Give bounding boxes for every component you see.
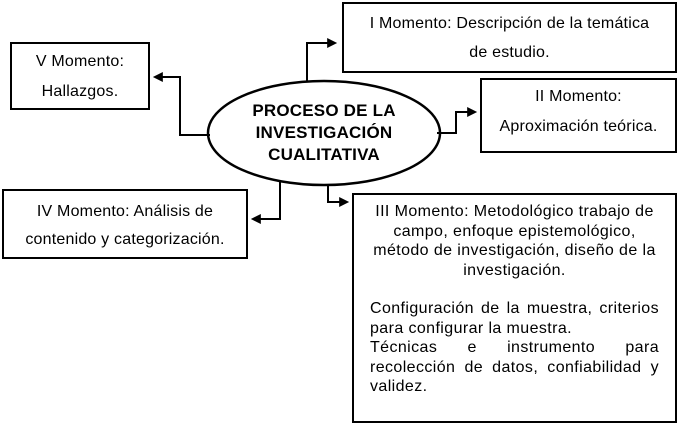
momento-2-text-line: Aproximación teórica. (499, 118, 658, 135)
momento-5-text-line: Hallazgos. (41, 83, 119, 100)
momento-1-text-line: de estudio. (469, 44, 550, 61)
momento-3-box: III Momento: Metodológico trabajo de cam… (352, 193, 677, 423)
momento-2-box: II Momento: Aproximación teórica. (480, 78, 677, 153)
momento-3-paragraph: Técnicas e instrumento para recolección … (370, 339, 659, 395)
momento-4-text-line: IV Momento: Análisis de (36, 203, 214, 220)
arrow-to-momento4 (250, 181, 281, 224)
center-label-line: INVESTIGACIÓN (255, 123, 393, 142)
momento-4-text-line: contenido y categorización. (25, 231, 225, 248)
momento-1-text-line: I Momento: Descripción de la temática (369, 15, 650, 32)
arrow-to-momento1 (306, 38, 338, 82)
momento-5-text-line: V Momento: (35, 53, 125, 70)
momento-3-paragraph: Configuración de la muestra, criterios p… (370, 300, 659, 337)
momento-3-paragraph: III Momento: Metodológico trabajo de cam… (373, 203, 656, 279)
momento-2-text-line: II Momento: (535, 88, 622, 105)
center-node-label: PROCESO DE LA INVESTIGACIÓN CUALITATIVA (208, 81, 440, 185)
arrow-to-momento2 (437, 107, 478, 134)
momento-1-box: I Momento: Descripción de la temática de… (342, 2, 677, 73)
center-label-line: CUALITATIVA (268, 145, 380, 164)
momento-5-box: V Momento: Hallazgos. (10, 42, 150, 110)
arrow-to-momento3 (327, 184, 350, 207)
center-label-line: PROCESO DE LA (252, 101, 396, 120)
momento-4-box: IV Momento: Análisis de contenido y cate… (2, 189, 248, 259)
arrow-to-momento5 (152, 72, 210, 136)
